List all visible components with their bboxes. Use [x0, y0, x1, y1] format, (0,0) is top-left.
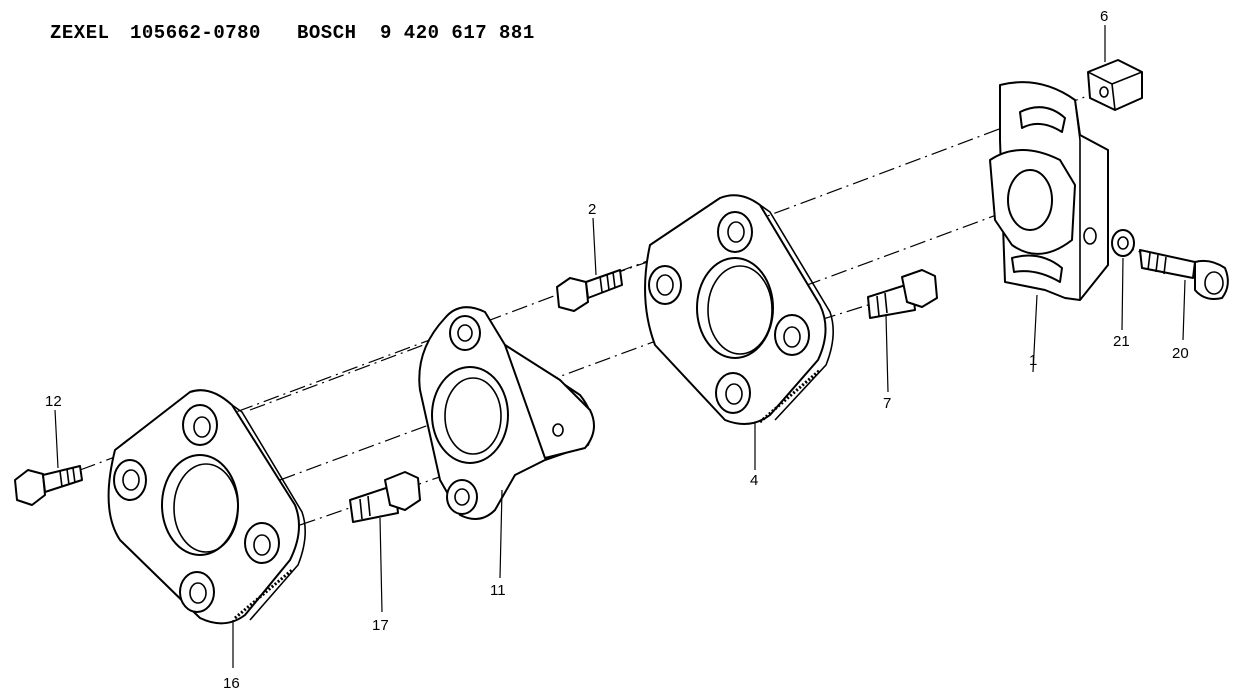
- part-2-bolt: [556, 269, 623, 312]
- header-zexel-number: 105662-0780: [130, 22, 261, 44]
- part-16-flange-plate: [107, 389, 306, 625]
- part-20-cap-screw: [1139, 249, 1229, 300]
- callout-17: 17: [372, 617, 389, 634]
- part-7-stud: [867, 269, 938, 319]
- part-1-coupling-bracket: [989, 81, 1109, 301]
- part-17-stud: [349, 471, 421, 523]
- header-manufacturer: ZEXEL: [50, 22, 110, 44]
- callout-2: 2: [588, 201, 596, 218]
- callout-11: 11: [490, 582, 506, 599]
- part-11-flange-adapter: [418, 306, 595, 520]
- callout-1: 1: [1029, 352, 1037, 369]
- header: ZEXEL 105662-0780 BOSCH 9 420 617 881: [50, 22, 535, 44]
- part-4-flange-plate: [644, 194, 834, 425]
- callout-labels: 12 16 17 11 2 4 7 1 6 21 20: [45, 8, 1189, 692]
- part-6-square-nut: [1087, 59, 1143, 111]
- callout-21: 21: [1113, 333, 1130, 350]
- header-bosch-number: 9 420 617 881: [380, 22, 535, 44]
- leader-lines: [54, 25, 1186, 668]
- callout-16: 16: [223, 675, 240, 692]
- part-12-bolt: [14, 465, 83, 506]
- callout-4: 4: [750, 472, 758, 489]
- callout-12: 12: [45, 393, 62, 410]
- callout-6: 6: [1100, 8, 1108, 25]
- callout-7: 7: [883, 395, 891, 412]
- callout-20: 20: [1172, 345, 1189, 362]
- header-brand: BOSCH: [297, 22, 357, 44]
- part-21-washer: [1111, 229, 1135, 257]
